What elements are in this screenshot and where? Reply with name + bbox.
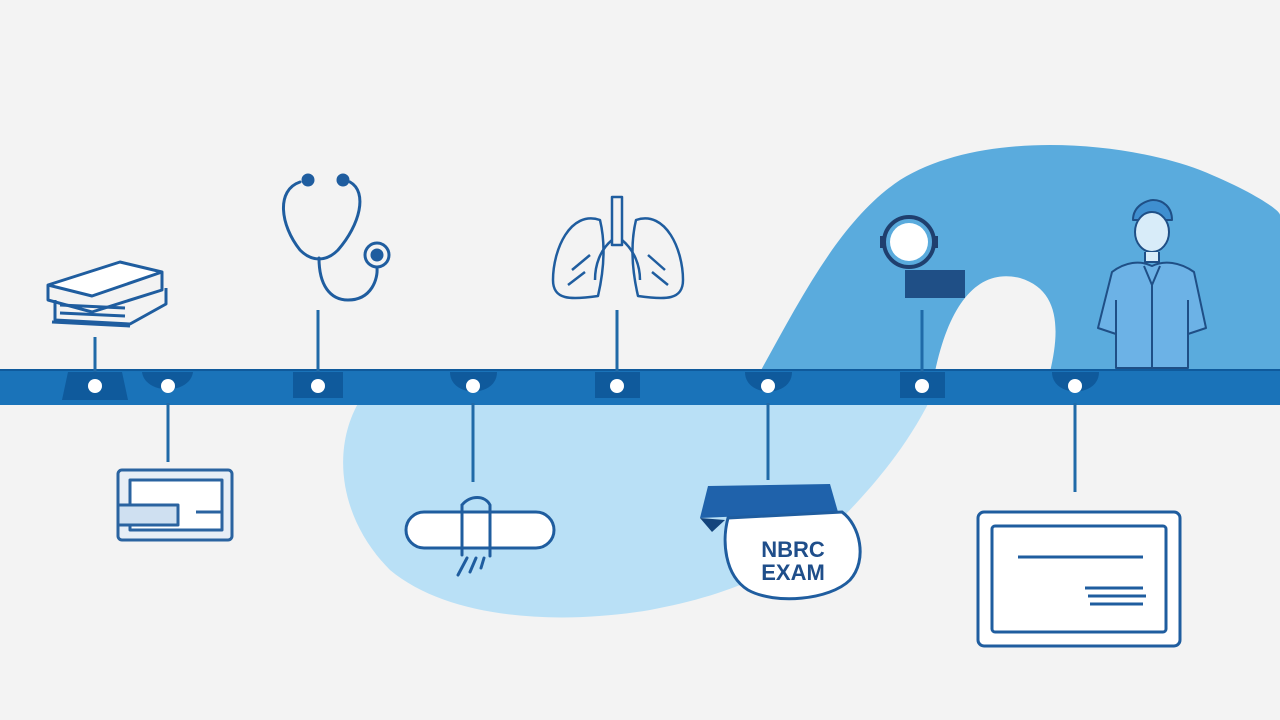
license-certificate-icon xyxy=(976,510,1182,648)
mirror-lamp-icon xyxy=(880,215,965,298)
timeline-dot xyxy=(88,379,102,393)
diploma-scroll-icon xyxy=(404,496,556,577)
upper-connectors xyxy=(93,310,924,372)
timeline-dot xyxy=(610,379,624,393)
timeline-dot xyxy=(161,379,175,393)
swoosh-cutout xyxy=(935,279,1054,372)
certificate-frame-icon xyxy=(116,468,234,542)
exam-badge-line1: NBRC xyxy=(761,537,825,562)
exam-badge-line2: EXAM xyxy=(761,560,825,585)
respiratory-therapist-icon xyxy=(1097,199,1207,369)
timeline-dot xyxy=(915,379,929,393)
exam-badge-icon: NBRC EXAM xyxy=(700,484,862,601)
lower-connectors xyxy=(166,403,1077,492)
timeline-dot xyxy=(311,379,325,393)
timeline-dot xyxy=(466,379,480,393)
timeline-dot xyxy=(1068,379,1082,393)
books-icon xyxy=(46,260,168,328)
timeline-nodes xyxy=(62,372,1099,400)
timeline-dot xyxy=(761,379,775,393)
lungs-icon xyxy=(551,195,685,300)
stethoscope-icon xyxy=(282,173,391,302)
